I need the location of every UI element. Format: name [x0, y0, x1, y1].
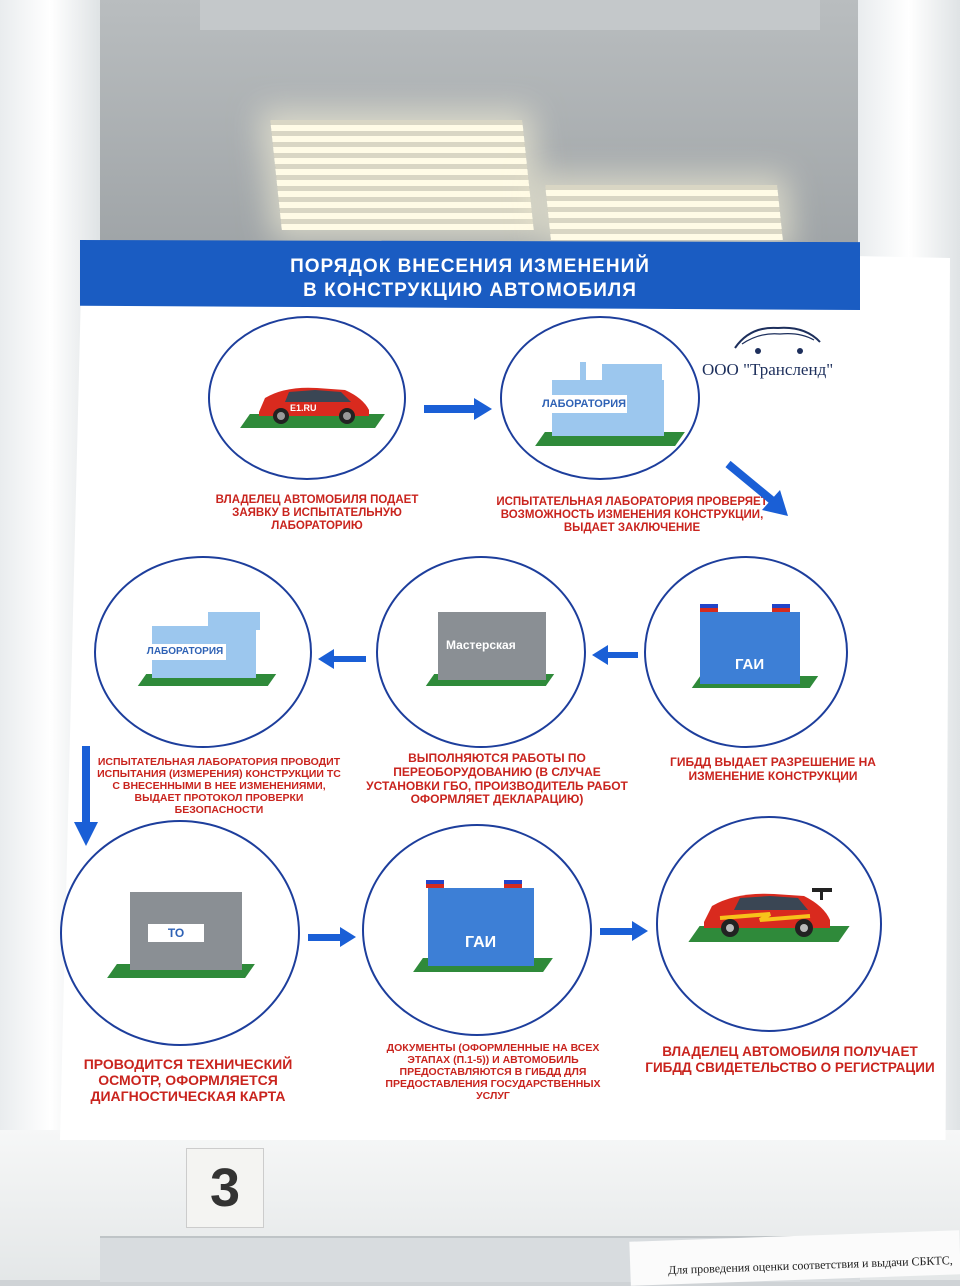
poster-title-line1: ПОРЯДОК ВНЕСЕНИЯ ИЗМЕНЕНИЙ: [290, 256, 650, 277]
gai-sign-step3: ГАИ: [735, 656, 765, 673]
step3-caption: ГИБДД выдает разрешение на изменение кон…: [670, 755, 876, 783]
step8-caption: Владелец автомобиля получает ГИБДД свиде…: [645, 1044, 935, 1075]
gai-building-icon-step7: [428, 888, 534, 966]
flag-left-step7: [426, 876, 444, 888]
step5-circle: [94, 556, 312, 748]
arrow-step7-to-step8-head: [632, 921, 648, 941]
arrow-step5-to-step6-shaft: [82, 746, 90, 824]
arrow-step3-to-step4-head: [592, 645, 608, 665]
step6-caption: Проводится технический осмотр, оформляет…: [83, 1056, 293, 1105]
window-number-plate: 3: [186, 1148, 264, 1228]
car-plate-text: E1.RU: [290, 403, 317, 413]
workshop-sign: Мастерская: [446, 638, 516, 652]
step1-caption: Владелец автомобиля подает заявку в испы…: [215, 494, 419, 533]
company-name: ООО "Трансленд": [702, 360, 834, 379]
ceiling-light-left: [270, 120, 534, 230]
company-logo-car-icon: [734, 326, 821, 354]
to-sign: ТО: [148, 924, 204, 942]
flag-left-step3: [700, 600, 718, 612]
car-icon: [259, 387, 369, 424]
step2-caption: Испытательная лаборатория проверяет возм…: [496, 496, 768, 535]
ceiling-light-right: [545, 185, 783, 240]
lab-sign-step2: ЛАБОРАТОРИЯ: [541, 395, 627, 413]
lab-chimney: [580, 362, 586, 382]
poster-title-line2: В КОНСТРУКЦИЮ АВТОМОБИЛЯ: [303, 280, 637, 301]
gai-sign-step7: ГАИ: [465, 934, 497, 951]
arrow-step5-to-step6-head: [74, 822, 98, 846]
lab-tower: [602, 364, 662, 384]
flag-right-step7: [504, 876, 522, 888]
gai-building-icon-step3: [700, 612, 800, 684]
step4-caption: Выполняются работы по переоборудованию (…: [366, 751, 628, 807]
arrow-head-1: [474, 398, 492, 420]
poster-banner: [80, 240, 860, 310]
arrow-step4-to-step5-head: [318, 649, 334, 669]
arrow-step6-to-step7-head: [340, 927, 356, 947]
arrow-step2-to-step3: [725, 460, 788, 516]
arrow-step1-to-step2: [424, 405, 476, 413]
arrow-step4-to-step5-shaft: [330, 656, 366, 662]
ceiling-vent: [200, 0, 820, 30]
step4-circle: [376, 556, 586, 748]
flag-right-step3: [772, 600, 790, 612]
step5-caption: Испытательная лаборатория проводит испыт…: [97, 756, 341, 817]
arrow-step3-to-step4-shaft: [606, 652, 638, 658]
lab-tower-step5: [208, 612, 260, 630]
step7-caption: Документы (оформленные на всех этапах (п…: [385, 1042, 601, 1103]
lab-sign-step5: ЛАБОРАТОРИЯ: [144, 644, 226, 660]
arrow-step6-to-step7-shaft: [308, 934, 342, 941]
workshop-building-icon: [438, 612, 546, 680]
arrow-step7-to-step8-shaft: [600, 928, 634, 935]
tuned-car-icon: [704, 888, 832, 937]
